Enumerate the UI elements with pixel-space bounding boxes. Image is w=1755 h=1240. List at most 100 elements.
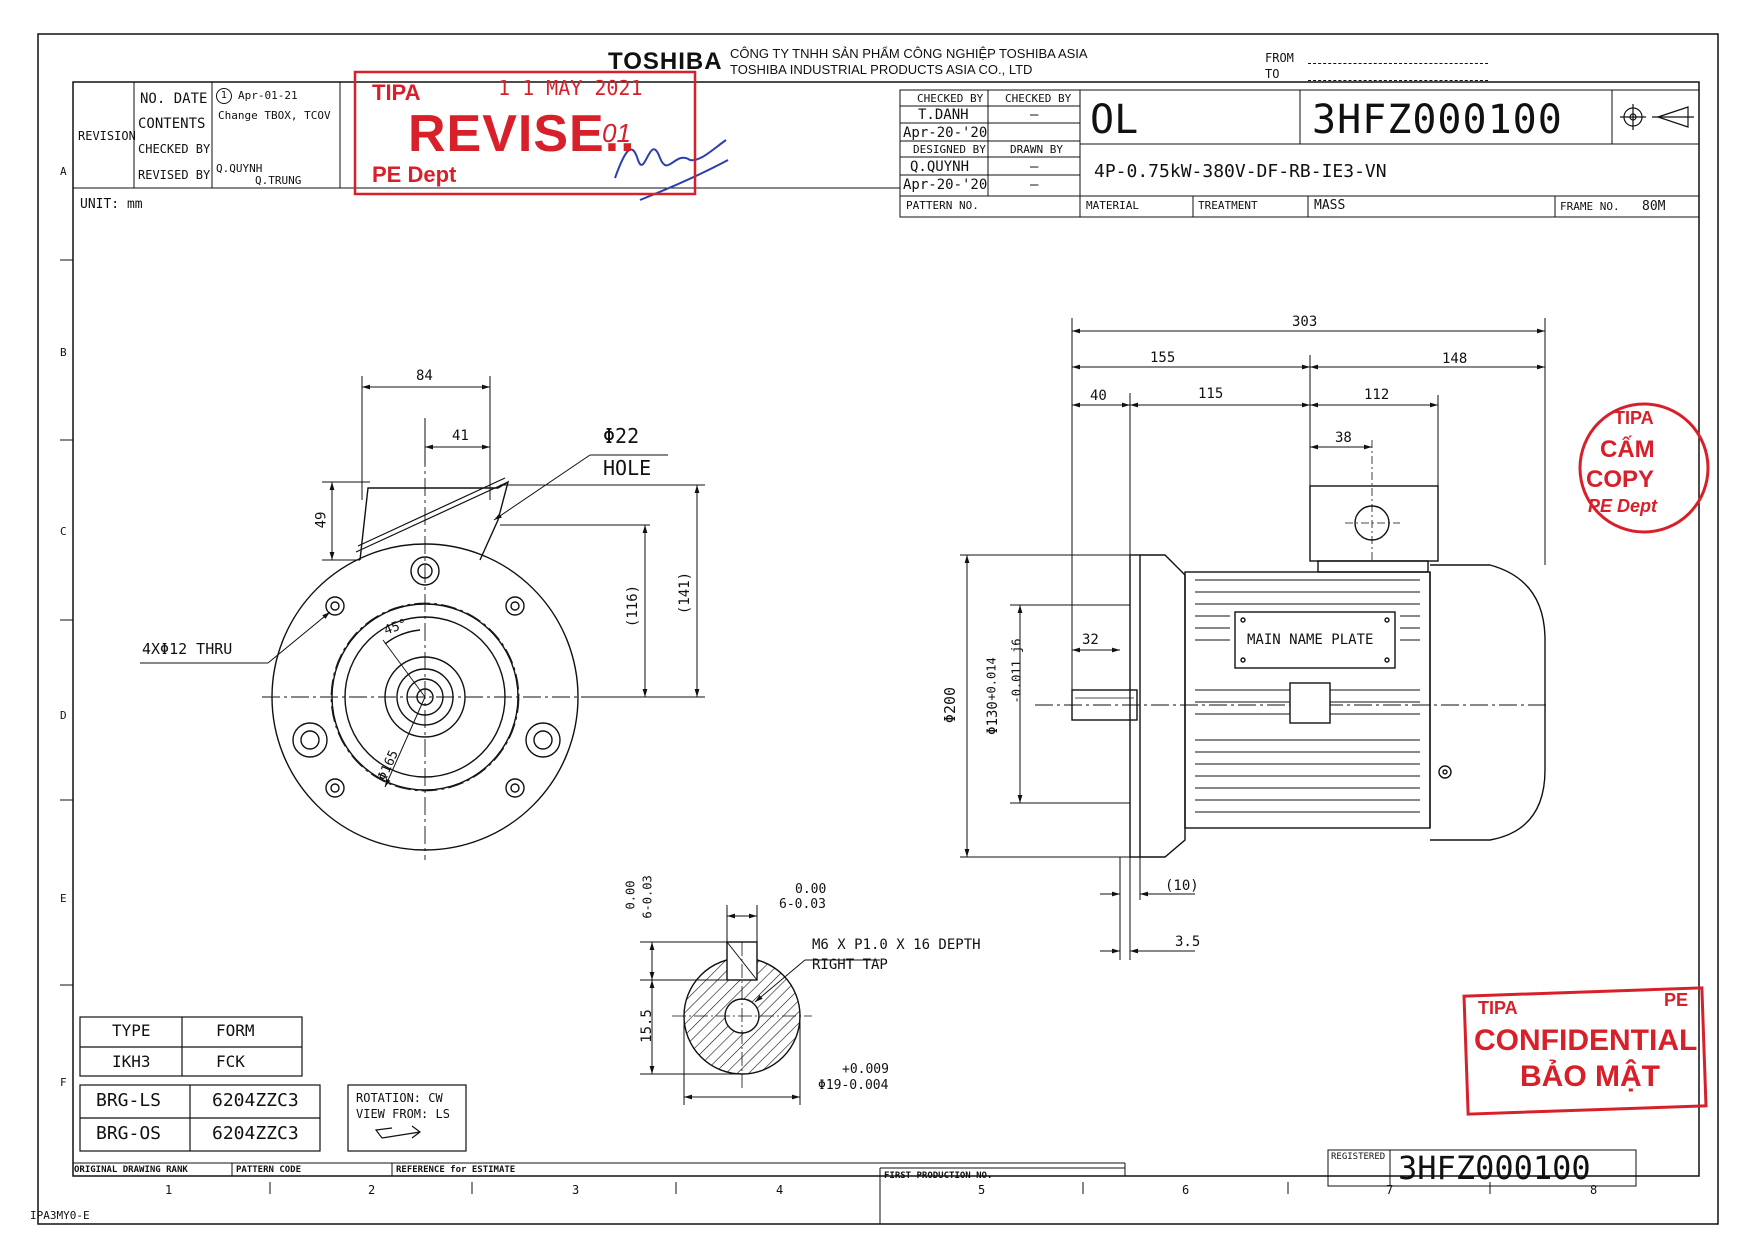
confidential-stamp-border: [1462, 986, 1708, 1116]
revision-revised-by: Q.QUYNH: [216, 162, 263, 175]
dim-148: 148: [1442, 351, 1468, 367]
key-tol-horizontal-lower: 6-0.03: [779, 897, 826, 912]
dim-49: 49: [313, 511, 330, 529]
confidential-stamp-line2: BẢO MẬT: [1520, 1060, 1660, 1093]
outer-border: [37, 33, 1719, 1225]
confidential-stamp-line1: CONFIDENTIAL: [1474, 1024, 1698, 1057]
shaft-tolerance-upper: +0.009: [842, 1062, 889, 1077]
tb-ol: OL: [1090, 97, 1139, 143]
spigot-tolerance-upper: +0.014: [984, 657, 999, 701]
revised-by-label: REVISED BY: [138, 168, 211, 182]
hole-diameter: Φ22: [603, 424, 640, 448]
tb-frame-no-label: FRAME NO.: [1560, 200, 1620, 213]
tb-treatment-label: TREATMENT: [1198, 199, 1258, 212]
tb-material-label: MATERIAL: [1086, 199, 1139, 212]
revise-stamp-number: 01: [602, 118, 631, 148]
first-production-label: FIRST PRODUCTION NO.: [884, 1171, 993, 1181]
to-label: TO: [1265, 67, 1280, 81]
dim-303: 303: [1292, 314, 1318, 330]
inner-border: [72, 81, 1700, 1177]
front-view: [262, 420, 590, 860]
side-view: [1035, 440, 1550, 858]
tb-description: 4P-0.75kW-380V-DF-RB-IE3-VN: [1094, 161, 1387, 182]
rotation-arrow-icon: [374, 1125, 421, 1139]
no-date-label: NO. DATE: [140, 91, 208, 107]
revision-label: REVISION: [78, 129, 136, 143]
row-letter-b: B: [60, 346, 67, 359]
dim-200: Φ200: [941, 686, 960, 724]
tb-dash-3: –: [1030, 177, 1039, 193]
registered-number: 3HFZ000100: [1398, 1149, 1591, 1187]
column-number-5: 5: [978, 1183, 986, 1197]
dim-3-5: 3.5: [1175, 934, 1201, 950]
dim-112: 112: [1364, 387, 1390, 403]
tb-date-1: Apr-20-'20: [903, 125, 988, 141]
pattern-code-label: PATTERN CODE: [236, 1165, 302, 1175]
bolt-holes-label: 4XΦ12 THRU: [142, 640, 233, 658]
tap-spec: M6 X P1.0 X 16 DEPTH: [812, 937, 981, 953]
dim-41: 41: [452, 428, 469, 444]
revision-content: Change TBOX, TCOV: [218, 109, 331, 122]
row-letter-f: F: [60, 1076, 67, 1089]
projection-symbol: [1620, 104, 1694, 130]
copy-stamp-line3: PE Dept: [1588, 496, 1658, 516]
tb-checked-by-1: T.DANH: [918, 107, 969, 123]
tb-designed-by: Q.QUYNH: [910, 159, 970, 175]
copy-stamp-line1: CẤM: [1600, 436, 1655, 463]
revision-block-grid: [73, 82, 900, 189]
copy-stamp-border: [1578, 402, 1710, 534]
dim-10: (10): [1165, 878, 1199, 894]
row-letter-a: A: [60, 165, 67, 178]
bearing-os-label: BRG-OS: [96, 1123, 162, 1144]
revision-checked-by: Q.TRUNG: [255, 174, 302, 187]
front-view-dims: [140, 376, 705, 788]
dim-116: (116): [625, 584, 642, 628]
tap-direction: RIGHT TAP: [812, 957, 888, 973]
key-tol-vertical-upper: 0.00: [623, 880, 638, 910]
tb-drawn-by-label: DRAWN BY: [1010, 143, 1063, 156]
registered-label: REGISTERED: [1331, 1152, 1386, 1162]
dim-32: 32: [1082, 632, 1099, 648]
rotation-direction: ROTATION: CW: [356, 1091, 443, 1105]
contents-label: CONTENTS: [138, 116, 206, 132]
revise-stamp-org: TIPA: [372, 80, 421, 105]
tb-mass-label: MASS: [1314, 198, 1346, 213]
tb-pattern-no-label: PATTERN NO.: [906, 199, 979, 212]
copy-stamp-org: TIPA: [1614, 408, 1654, 428]
dim-84: 84: [416, 368, 433, 384]
column-number-8: 8: [1590, 1183, 1598, 1197]
tb-designed-by-label: DESIGNED BY: [913, 143, 986, 156]
bottom-strip-grid: [73, 1149, 1637, 1224]
title-block-grid: [899, 89, 1700, 218]
dim-38: 38: [1335, 430, 1352, 446]
unit-label: UNIT: mm: [80, 197, 143, 212]
spigot-tolerance-lower: -0.011 j6: [1009, 638, 1024, 704]
confidential-stamp-dept: PE: [1664, 990, 1689, 1010]
dim-115: 115: [1198, 386, 1224, 402]
revise-stamp-date: 1 1 MAY 2021: [498, 76, 643, 100]
revise-stamp-border: [353, 70, 697, 196]
dim-40: 40: [1090, 388, 1107, 404]
tb-checked-by-2: –: [1030, 107, 1039, 123]
shaft-tolerance-lower: Φ19-0.004: [818, 1078, 889, 1093]
form-label: FORM: [216, 1021, 255, 1040]
bearing-ls-value: 6204ZZC3: [212, 1090, 299, 1111]
form-code: IPA3MY0-E: [30, 1209, 90, 1222]
bearing-ls-label: BRG-LS: [96, 1090, 162, 1111]
main-name-plate: MAIN NAME PLATE: [1247, 632, 1374, 648]
revision-number: 1: [216, 88, 232, 104]
row-ticks: [60, 259, 73, 986]
bearing-os-value: 6204ZZC3: [212, 1123, 299, 1144]
key-tol-vertical-lower: 6-0.03: [640, 875, 655, 919]
from-line: [1308, 63, 1488, 64]
column-number-3: 3: [572, 1183, 580, 1197]
to-line: [1308, 80, 1488, 81]
tb-checked-by-label-1: CHECKED BY: [917, 92, 984, 105]
company-name-en: TOSHIBA INDUSTRIAL PRODUCTS ASIA CO., LT…: [730, 62, 1033, 77]
tb-drawn-by: –: [1030, 159, 1039, 175]
tb-date-2: Apr-20-'20: [903, 177, 988, 193]
type-label: TYPE: [112, 1021, 151, 1040]
company-name-vn: CÔNG TY TNHH SẢN PHẨM CÔNG NGHIỆP TOSHIB…: [730, 46, 1088, 61]
side-view-dims: [960, 318, 1546, 960]
